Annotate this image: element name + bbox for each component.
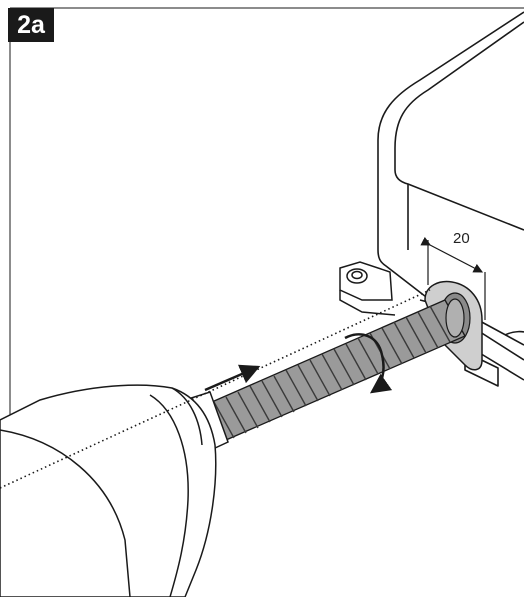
screw-thread	[204, 298, 466, 441]
insert-arrow	[204, 364, 261, 392]
dimension-20	[420, 236, 486, 320]
step-badge: 2a	[8, 8, 54, 42]
screwdriver	[0, 384, 229, 598]
dimension-label: 20	[453, 230, 470, 247]
mounting-lug	[339, 261, 396, 316]
rotation-arrow	[344, 333, 393, 394]
